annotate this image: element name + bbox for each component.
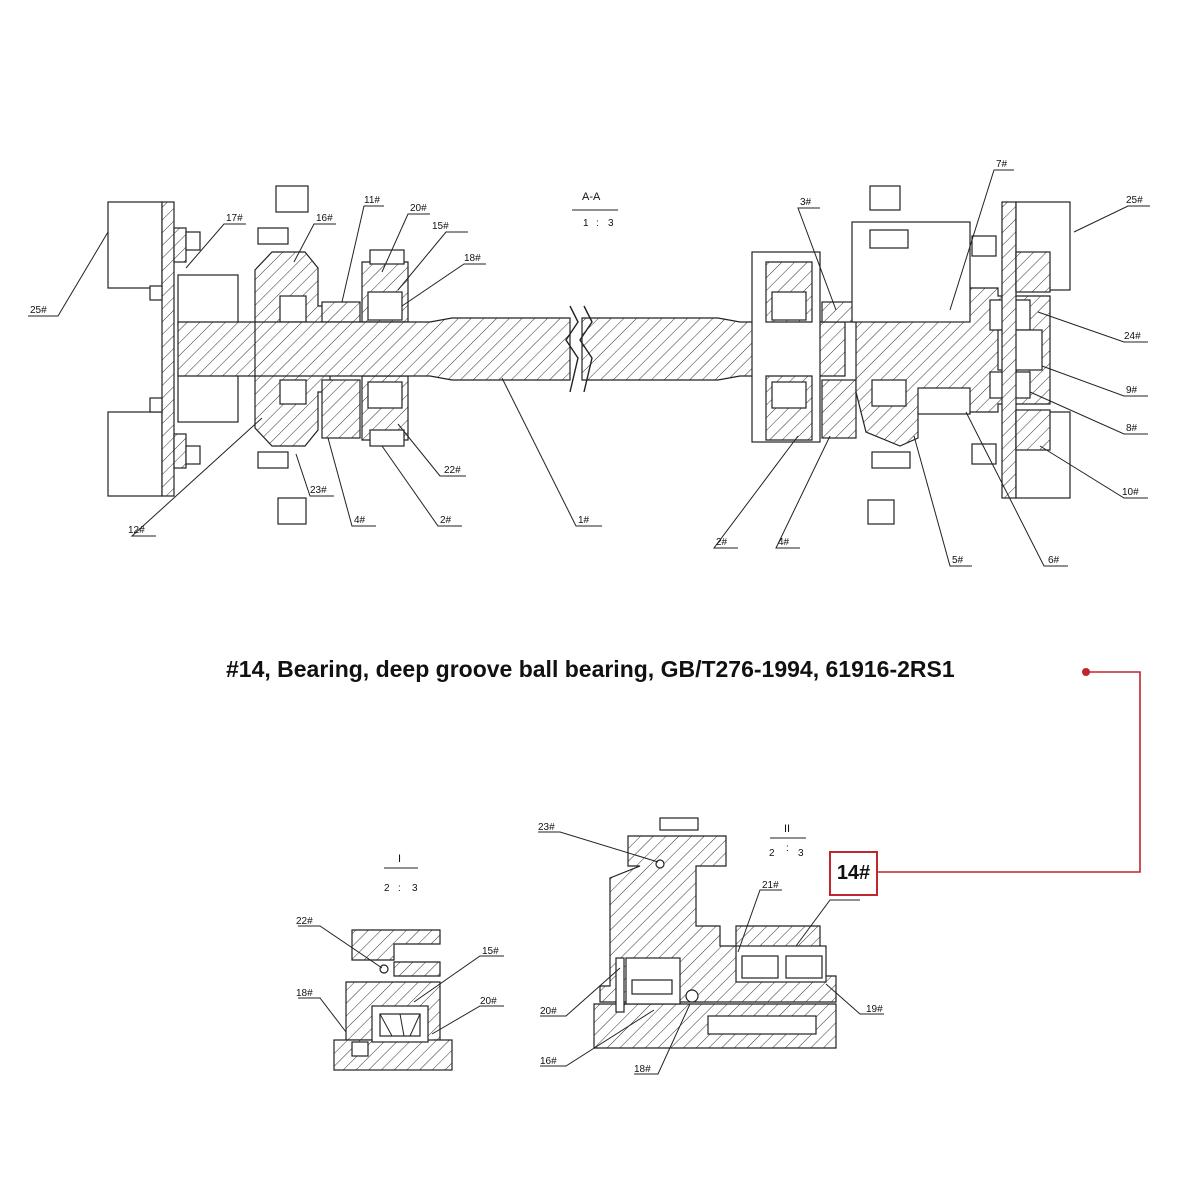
- svg-text:23#: 23#: [310, 485, 327, 496]
- svg-text:5#: 5#: [952, 555, 964, 566]
- svg-text:22#: 22#: [296, 916, 313, 927]
- svg-text:11#: 11#: [364, 195, 380, 206]
- main-section-view: [107, 185, 1071, 525]
- svg-text::: :: [398, 883, 401, 894]
- svg-text:4#: 4#: [778, 537, 790, 548]
- svg-text:3#: 3#: [800, 197, 812, 208]
- svg-text:9#: 9#: [1126, 385, 1138, 396]
- svg-text:I: I: [398, 853, 401, 865]
- svg-text:8#: 8#: [1126, 423, 1138, 434]
- svg-text:2: 2: [769, 848, 775, 859]
- svg-text:25#: 25#: [1126, 195, 1143, 206]
- svg-text::: :: [786, 843, 789, 854]
- svg-text:2#: 2#: [440, 515, 452, 526]
- left-motor-upper: [107, 201, 163, 289]
- svg-text:6#: 6#: [1048, 555, 1060, 566]
- svg-text:21#: 21#: [762, 880, 779, 891]
- callout-connector: [878, 668, 1141, 873]
- svg-text:20#: 20#: [410, 203, 427, 214]
- main-view-leaders: [28, 169, 1150, 567]
- part-14-callout-text: #14, Bearing, deep groove ball bearing, …: [226, 656, 955, 682]
- svg-text:7#: 7#: [996, 159, 1008, 170]
- left-collar: [321, 379, 361, 439]
- detail-i-view: I 2 : 3 22# 15# 18# 20#: [296, 853, 504, 1071]
- svg-text:3: 3: [608, 218, 614, 229]
- svg-text:3: 3: [412, 883, 418, 894]
- svg-text:4#: 4#: [354, 515, 366, 526]
- svg-text:1#: 1#: [578, 515, 590, 526]
- svg-text:20#: 20#: [480, 996, 497, 1007]
- left-motor-lower: [107, 411, 163, 497]
- svg-text:19#: 19#: [866, 1004, 883, 1015]
- main-shaft: [254, 317, 571, 381]
- svg-text:20#: 20#: [540, 1006, 557, 1017]
- right-flange-plate: [1001, 201, 1017, 499]
- svg-text:24#: 24#: [1124, 331, 1141, 342]
- svg-text:25#: 25#: [30, 305, 47, 316]
- main-view-text: A-A 1 : 3 25# 17# 16# 11# 20# 15# 18# 3#…: [30, 159, 1143, 566]
- left-flange-plate: [161, 201, 175, 497]
- svg-text:18#: 18#: [634, 1064, 651, 1075]
- svg-text:22#: 22#: [444, 465, 461, 476]
- detail-ii-view: II 2 : 3 23# 21# 20# 19# 16# 18#: [538, 817, 884, 1075]
- svg-text:II: II: [784, 823, 790, 835]
- svg-text:15#: 15#: [482, 946, 499, 957]
- svg-text:18#: 18#: [296, 988, 313, 999]
- svg-text:16#: 16#: [540, 1056, 557, 1067]
- svg-text:15#: 15#: [432, 221, 449, 232]
- section-title: A-A: [582, 191, 601, 203]
- svg-text:12#: 12#: [128, 525, 145, 536]
- svg-text:23#: 23#: [538, 822, 555, 833]
- svg-text:17#: 17#: [226, 213, 243, 224]
- part-14-tag: 14#: [829, 851, 878, 896]
- svg-text:16#: 16#: [316, 213, 333, 224]
- svg-text:3: 3: [798, 848, 804, 859]
- svg-text::: :: [596, 218, 599, 229]
- svg-text:18#: 18#: [464, 253, 481, 264]
- svg-text:2#: 2#: [716, 537, 728, 548]
- svg-text:1: 1: [583, 218, 589, 229]
- svg-text:10#: 10#: [1122, 487, 1139, 498]
- svg-text:2: 2: [384, 883, 390, 894]
